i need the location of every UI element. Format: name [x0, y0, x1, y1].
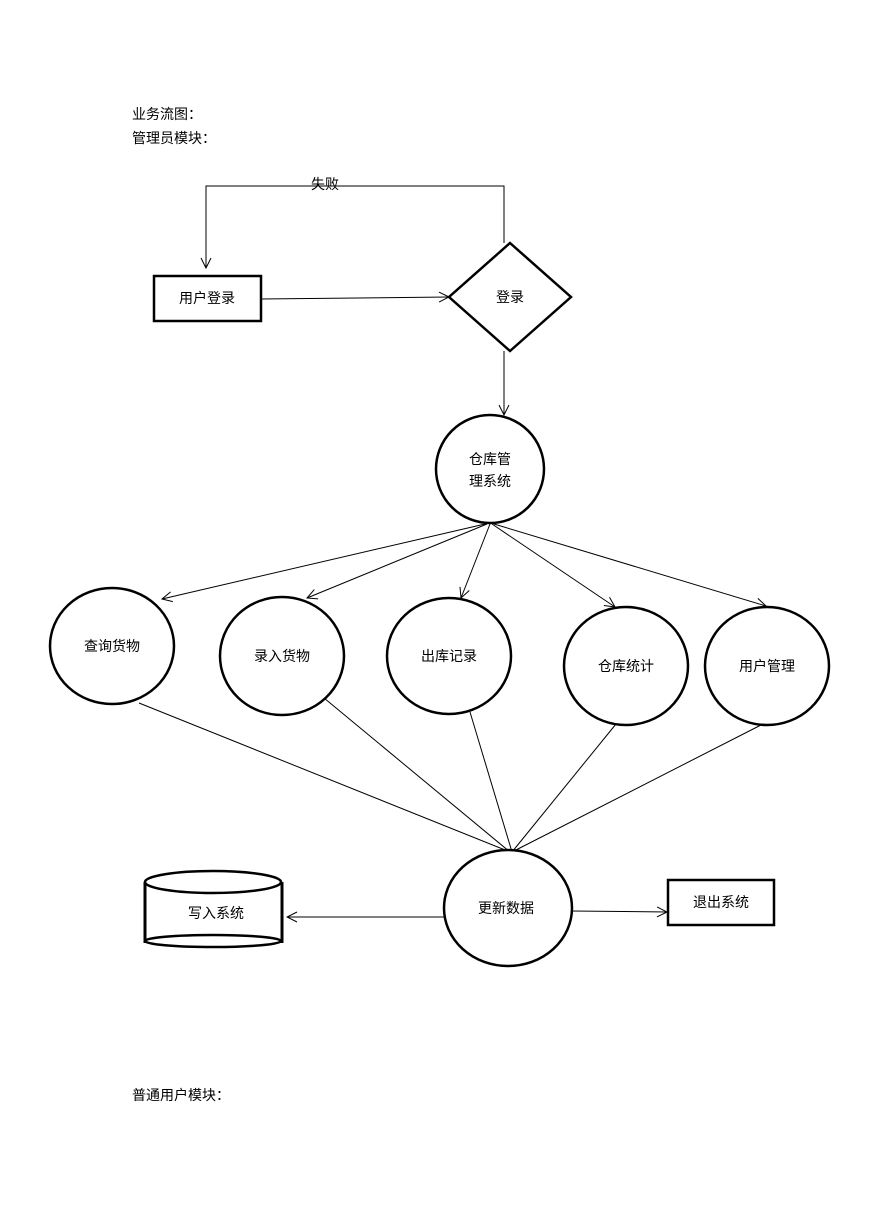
- failure-label: 失败: [311, 177, 339, 193]
- user-management-label: 用户管理: [739, 658, 795, 675]
- edge-user-login-to-login: [260, 297, 449, 299]
- warehouse-stats-node: [562, 605, 690, 727]
- failure-loop-edge: [206, 185, 505, 268]
- write-system-datastore: [143, 869, 284, 949]
- edge-system-to-query: [162, 523, 486, 599]
- exit-system-label: 退出系统: [693, 895, 749, 911]
- edge-system-to-outbound: [461, 523, 491, 598]
- user-login-label: 用户登录: [179, 290, 235, 307]
- login-label: 登录: [496, 290, 524, 306]
- user-management-node: [703, 605, 831, 727]
- edge-system-to-stats: [491, 523, 615, 607]
- warehouse-system-node: [434, 413, 546, 525]
- query-goods-label: 查询货物: [84, 638, 140, 655]
- edge-enter-to-update: [323, 697, 511, 853]
- admin-module-heading: 管理员模块：: [132, 131, 216, 147]
- write-system-label: 写入系统: [188, 906, 244, 922]
- edge-system-to-enter: [307, 523, 488, 598]
- login-decision: [447, 241, 573, 353]
- outbound-records-node: [385, 596, 513, 716]
- update-data-label: 更新数据: [478, 901, 534, 917]
- edge-update-to-exit: [571, 911, 667, 912]
- outbound-records-label: 出库记录: [421, 649, 477, 665]
- flow-title: 业务流图：: [132, 107, 202, 123]
- warehouse-system-label-line2: 理系统: [469, 474, 511, 490]
- warehouse-stats-label: 仓库统计: [598, 659, 654, 675]
- enter-goods-label: 录入货物: [254, 648, 310, 665]
- enter-goods-node: [218, 595, 346, 717]
- edge-outbound-to-update: [469, 711, 513, 853]
- edge-stats-to-update: [511, 723, 617, 853]
- edge-usermgmt-to-update: [511, 724, 762, 853]
- query-goods-node: [48, 586, 176, 706]
- warehouse-system-label-line1: 仓库管: [469, 452, 511, 468]
- edge-query-to-update: [138, 702, 511, 853]
- update-data-node: [442, 848, 574, 968]
- user-module-heading: 普通用户模块：: [132, 1088, 230, 1104]
- edge-system-to-usermgmt: [493, 523, 766, 606]
- exit-system-box: [666, 878, 776, 927]
